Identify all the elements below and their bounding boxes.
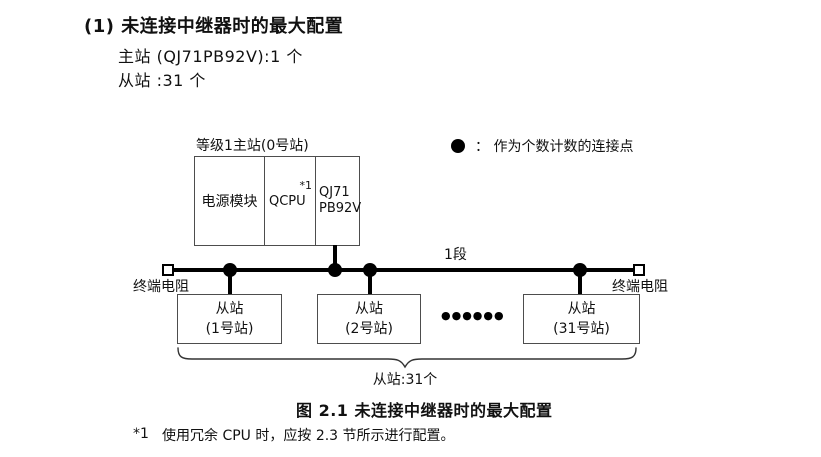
connection-point-icon (451, 139, 465, 153)
ellipsis-dots: ●●●●●● (441, 309, 505, 322)
slave1-label-line1: 从站 (215, 300, 244, 317)
pb92v-label-line1: QJ71 (319, 184, 350, 200)
master-drop-line (333, 245, 337, 270)
master-count-line: 主站 (QJ71PB92V):1 个 (118, 47, 303, 66)
power-module-cell: 电源模块 (195, 157, 264, 245)
slave2-label-line2: (2号站) (345, 321, 393, 337)
terminator-square-right-icon (633, 264, 645, 276)
slave3-label-line1: 从站 (567, 300, 596, 317)
qcpu-footnote-ref: *1 (299, 179, 313, 192)
terminator-label-left: 终端电阻 (133, 279, 189, 295)
slave1-label-line2: (1号站) (205, 321, 254, 337)
slave-station-box-3: 从站 (31号站) (523, 294, 640, 344)
pb92v-label-line2: PB92V (319, 201, 362, 216)
bus-line (172, 268, 637, 272)
terminator-label-right: 终端电阻 (612, 279, 668, 295)
slave-station-box-2: 从站 (2号站) (317, 294, 421, 344)
slave2-label-line1: 从站 (355, 300, 383, 317)
legend-text: ： 作为个数计数的连接点 (475, 139, 634, 155)
brace-label: 从站:31个 (372, 372, 438, 388)
slave2-drop-line (368, 270, 372, 294)
underbrace (177, 347, 637, 369)
terminator-square-left-icon (162, 264, 174, 276)
qcpu-cell: *1 QCPU (264, 157, 315, 245)
slave3-label-line2: (31号站) (553, 321, 610, 337)
slave-count-line: 从站 :31 个 (118, 71, 206, 90)
pb92v-cell: QJ71 PB92V (315, 157, 362, 245)
connection-point-dot (328, 263, 342, 277)
slave3-drop-line (578, 270, 582, 294)
segment-label: 1段 (444, 247, 467, 263)
qcpu-label: QCPU (269, 193, 306, 209)
master-station-box: 电源模块 *1 QCPU QJ71 PB92V (194, 156, 362, 246)
footnote-text: 使用冗余 CPU 时，应按 2.3 节所示进行配置。 (162, 428, 455, 444)
slave-station-box-1: 从站 (1号站) (177, 294, 282, 344)
power-module-label: 电源模块 (201, 194, 258, 210)
section-heading: (1) 未连接中继器时的最大配置 (84, 16, 344, 37)
master-station-label: 等级1主站(0号站) (196, 138, 309, 154)
footnote-marker: *1 (133, 426, 149, 442)
legend: ： 作为个数计数的连接点 (451, 136, 633, 156)
slave1-drop-line (228, 270, 232, 294)
figure-caption: 图 2.1 未连接中继器时的最大配置 (296, 401, 553, 420)
